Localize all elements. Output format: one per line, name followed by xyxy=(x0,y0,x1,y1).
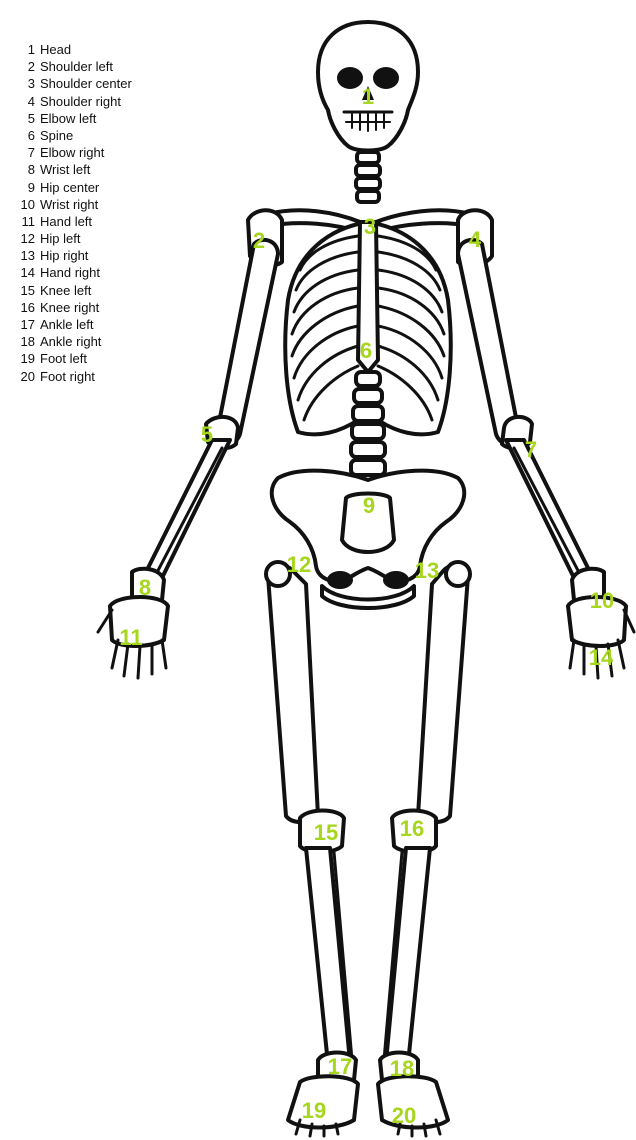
joint-marker-shoulder-right: 4 xyxy=(469,227,482,252)
joint-marker-shoulder-left: 2 xyxy=(253,228,265,253)
joint-marker-ankle-right: 18 xyxy=(390,1056,414,1081)
cervical-spine xyxy=(356,152,380,202)
joint-marker-knee-left: 15 xyxy=(314,820,338,845)
joint-marker-hip-center: 9 xyxy=(363,493,375,518)
joint-marker-ankle-left: 17 xyxy=(328,1054,352,1079)
joint-marker-foot-right: 20 xyxy=(392,1103,416,1128)
joint-marker-elbow-left: 5 xyxy=(201,422,213,447)
joint-marker-hand-left: 11 xyxy=(119,625,142,650)
left-arm xyxy=(98,240,278,678)
joint-marker-knee-right: 16 xyxy=(400,816,424,841)
joint-marker-hip-left: 12 xyxy=(287,552,311,577)
joint-marker-head: 1 xyxy=(362,84,374,109)
left-leg xyxy=(266,562,358,1136)
joint-marker-hip-right: 13 xyxy=(415,558,439,583)
joint-marker-shoulder-center: 3 xyxy=(364,214,376,239)
joint-marker-elbow-right: 7 xyxy=(525,437,537,462)
joint-marker-foot-left: 19 xyxy=(302,1098,326,1123)
joint-marker-wrist-right: 10 xyxy=(590,588,614,613)
joint-marker-spine: 6 xyxy=(360,338,372,363)
joint-marker-wrist-left: 8 xyxy=(139,575,151,600)
joint-marker-hand-right: 14 xyxy=(589,645,614,670)
right-leg xyxy=(378,562,470,1136)
